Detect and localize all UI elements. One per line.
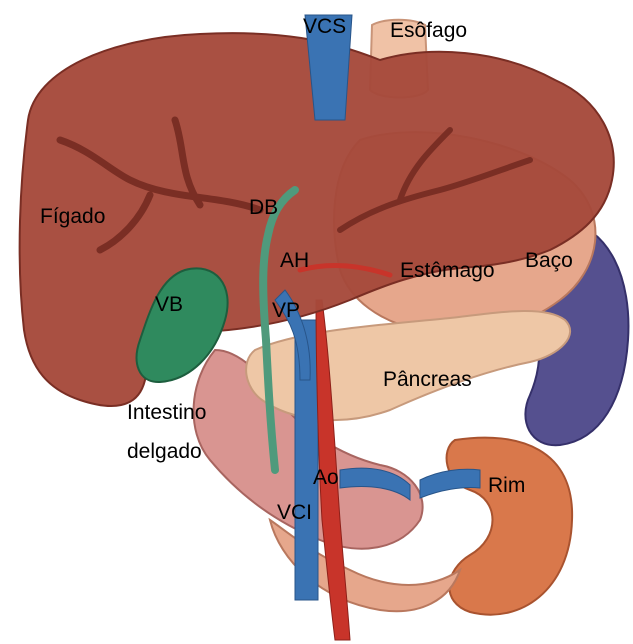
label-estomago: Estômago xyxy=(400,259,495,283)
kidney-shape xyxy=(447,438,573,615)
label-rim: Rim xyxy=(488,474,525,498)
label-vcs: VCS xyxy=(303,15,346,39)
label-db: DB xyxy=(249,196,278,220)
label-intestino-line1: Intestino xyxy=(127,401,206,425)
label-ao: Ao xyxy=(313,466,339,490)
label-intestino-line2: delgado xyxy=(127,440,202,464)
renal-vessel-right xyxy=(420,469,480,498)
label-vb: VB xyxy=(155,293,183,317)
label-ah: AH xyxy=(280,249,309,273)
label-vci: VCI xyxy=(277,501,312,525)
label-figado: Fígado xyxy=(40,205,105,229)
label-baco: Baço xyxy=(525,249,573,273)
label-pancreas: Pâncreas xyxy=(383,368,472,392)
label-vp: VP xyxy=(272,299,300,323)
label-esofago: Esôfago xyxy=(390,19,467,43)
